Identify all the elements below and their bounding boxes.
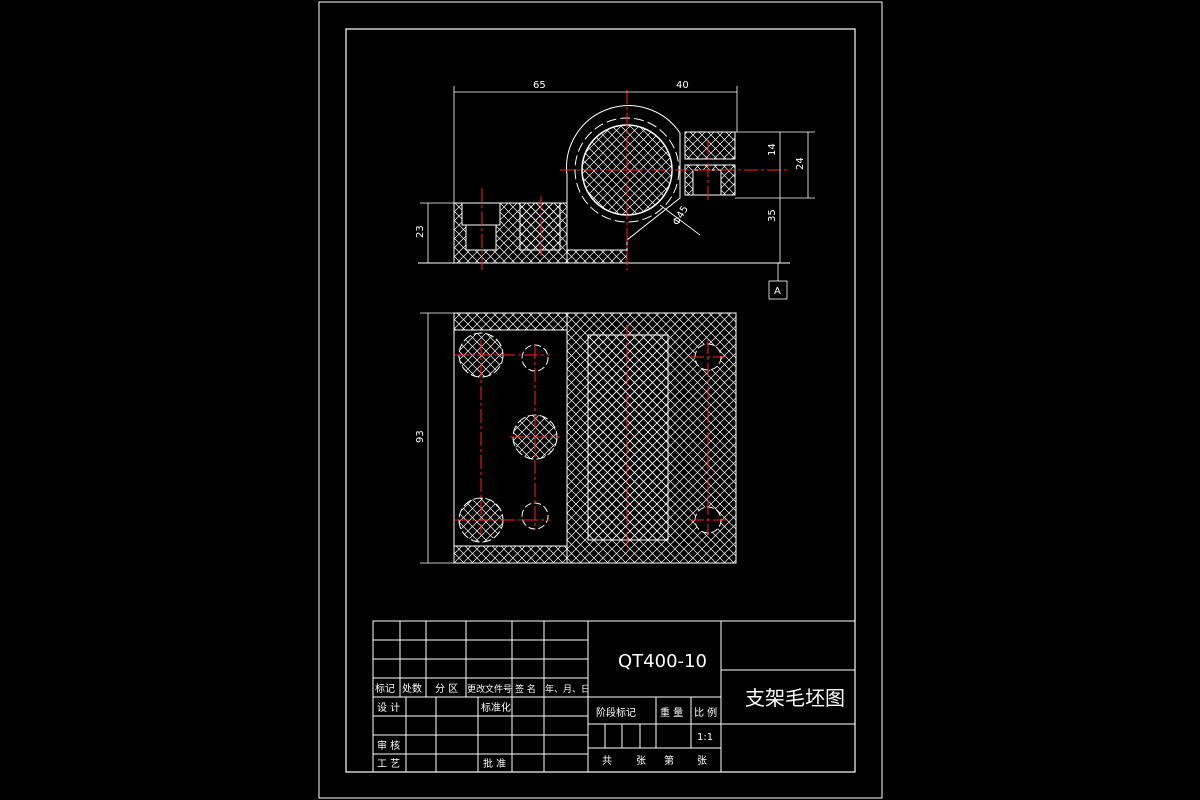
rev-header-mark: 标记 <box>375 683 395 695</box>
front-mid-hole <box>519 202 561 251</box>
rev-header-count: 处数 <box>402 682 422 695</box>
dim-height-upper: 24 <box>795 157 806 170</box>
front-view <box>418 105 790 264</box>
design-label: 设 计 <box>377 701 400 714</box>
rev-header-date: 年、月、日 <box>545 683 590 695</box>
rev-header-sign: 签 名 <box>515 683 536 695</box>
approve-label: 批 准 <box>483 757 506 770</box>
top-view <box>420 312 737 564</box>
title-block-texts: 标记 处数 分 区 更改文件号 签 名 年、月、日 设 计 标准化 审 核 工 … <box>375 651 845 770</box>
standardize-label: 标准化 <box>481 701 511 714</box>
front-lug-top <box>684 131 736 160</box>
scale-value: 1:1 <box>697 732 713 743</box>
outer-sheet-border <box>318 1 883 799</box>
stage-mark-label: 阶段标记 <box>596 706 636 719</box>
dim-base-height: 23 <box>415 225 426 238</box>
top-center-lines <box>455 325 726 550</box>
front-boss-outline <box>566 105 681 250</box>
dim-depth: 93 <box>415 430 426 443</box>
front-center-lines <box>481 90 790 270</box>
front-base-right <box>566 249 628 264</box>
rev-header-zone: 分 区 <box>435 683 458 695</box>
front-base-hole-lower <box>465 224 497 251</box>
dim-width-left: 65 <box>533 80 546 91</box>
front-lug-slot <box>692 169 722 196</box>
rev-header-docno: 更改文件号 <box>467 683 512 695</box>
review-label: 审 核 <box>377 739 400 752</box>
page-label: 第 <box>664 754 674 767</box>
datum-label: A <box>774 286 781 297</box>
title-block <box>372 620 856 773</box>
front-dimensions <box>420 86 815 300</box>
sheets-label: 张 <box>636 755 646 767</box>
part-name-text: 支架毛坯图 <box>745 686 845 710</box>
scale-label: 比 例 <box>694 706 717 719</box>
weight-label: 重 量 <box>660 706 683 719</box>
front-base-hole <box>461 202 501 226</box>
top-strip-top <box>453 312 568 331</box>
dim-height-small: 14 <box>767 143 778 156</box>
process-label: 工 艺 <box>377 758 400 770</box>
top-strip-bottom <box>453 545 568 564</box>
dim-height-center: 35 <box>767 209 778 222</box>
material-text: QT400-10 <box>618 651 707 672</box>
total-label: 共 <box>602 755 612 767</box>
page-sheets-label: 张 <box>697 755 707 767</box>
dim-width-right: 40 <box>676 80 689 91</box>
top-boss-inner <box>587 334 669 541</box>
dim-diameter: Φ45 <box>671 204 691 227</box>
